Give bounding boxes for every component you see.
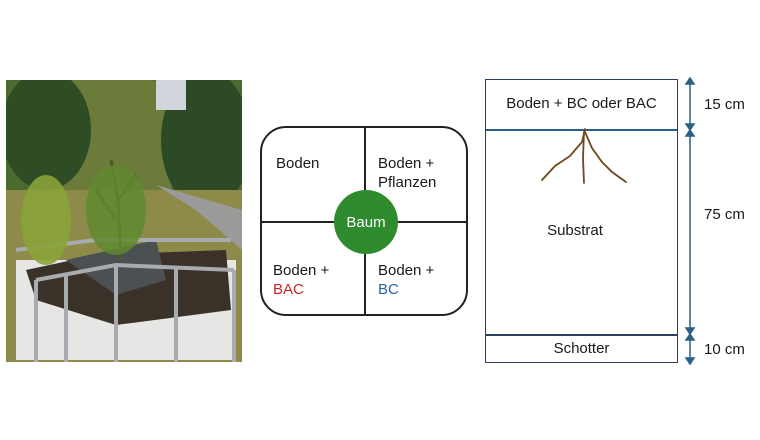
layer-divider-bottom: [486, 334, 677, 336]
top-layer-label: Boden + BC oder BAC: [506, 95, 657, 112]
layer-divider-top: [486, 129, 677, 131]
quadrant-bottom-right-label: Boden + BC: [378, 261, 434, 299]
dimension-top: 15 cm: [704, 96, 745, 113]
bottom-left-line2: BAC: [273, 281, 304, 298]
bottom-right-line2: BC: [378, 281, 399, 298]
gravel-label: Schotter: [553, 340, 610, 357]
bottom-right-line1: Boden +: [378, 262, 435, 279]
top-right-line1: Boden +: [378, 155, 435, 172]
photo-illustration: [6, 80, 242, 362]
quadrant-top-right-label: Boden + Pflanzen: [378, 154, 436, 192]
dimension-bottom: 10 cm: [704, 341, 745, 358]
quadrant-bottom-left-label: Boden + BAC: [273, 261, 329, 299]
bottom-left-line1: Boden +: [273, 262, 330, 279]
container-photo: [6, 80, 242, 362]
top-right-line2: Pflanzen: [378, 174, 437, 191]
dimension-middle: 75 cm: [704, 206, 745, 223]
tree-label: Baum: [346, 213, 386, 231]
soil-profile: [485, 79, 678, 363]
substrate-label: Substrat: [547, 222, 603, 239]
tree-circle: Baum: [334, 190, 398, 254]
quadrant-top-left-label: Boden: [276, 155, 320, 172]
root-icon: [541, 128, 627, 184]
dimension-arrows: [684, 76, 696, 366]
